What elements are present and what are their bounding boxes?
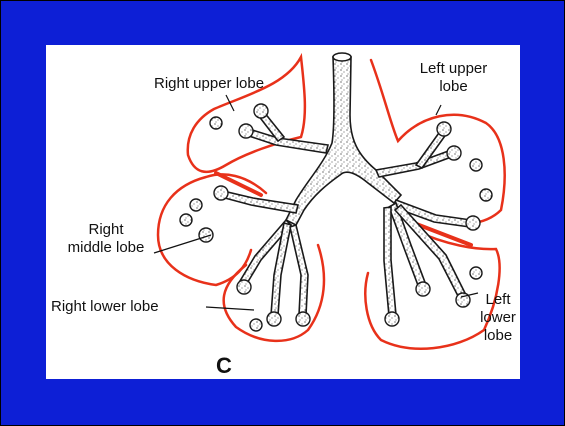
panel-letter: C xyxy=(216,353,232,379)
label-left-lower-lobe: Left lower lobe xyxy=(478,291,518,345)
lobe-outlines xyxy=(158,57,505,349)
label-leader-lines xyxy=(154,95,478,310)
label-left-upper-lobe: Left upper lobe xyxy=(406,60,501,96)
figure-panel: Right upper lobe Right middle lobe Right… xyxy=(46,45,520,379)
label-right-middle-lobe: Right middle lobe xyxy=(51,221,161,257)
label-right-upper-lobe: Right upper lobe xyxy=(154,75,264,93)
label-right-lower-lobe: Right lower lobe xyxy=(51,298,159,316)
trachea-opening xyxy=(333,53,351,61)
